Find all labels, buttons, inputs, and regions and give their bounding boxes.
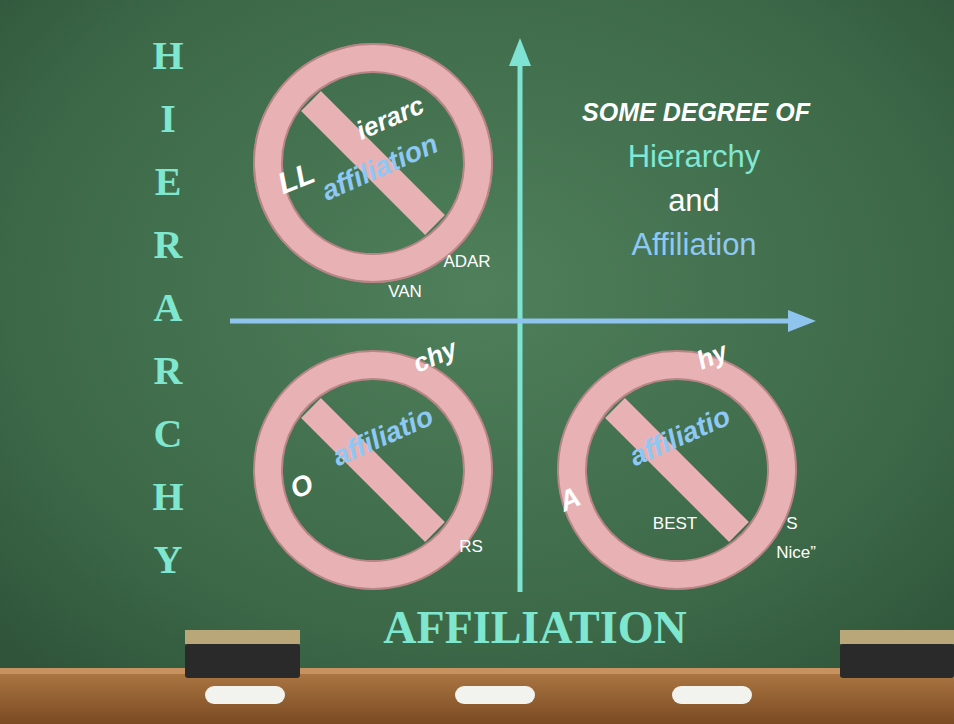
axis-arrowhead [509, 38, 531, 66]
hierarchy-axis [518, 62, 523, 592]
eraser-felt [185, 630, 300, 644]
affiliation-axis [230, 319, 792, 324]
quadrant-fragment: S [786, 515, 797, 534]
quadrant-fragment: affiliation [317, 129, 443, 208]
prohibition-sign [254, 44, 492, 282]
quadrant-fragment: affiliatio [625, 401, 735, 473]
eraser [185, 644, 300, 678]
prohibition-sign [254, 351, 492, 589]
chalk-stick [672, 686, 752, 704]
tray-edge [0, 668, 954, 674]
quadrant-fragment: BEST [653, 515, 697, 534]
quadrant-text: and [668, 184, 720, 218]
chalk-stick [455, 686, 535, 704]
quadrant-fragment: chy [409, 334, 462, 378]
quadrant-fragment: ADAR [443, 253, 490, 272]
axis-title: AFFILIATION [383, 603, 686, 654]
eraser [840, 644, 954, 678]
quadrant-heading: SOME DEGREE OF [582, 99, 810, 127]
quadrant-fragment: A [554, 482, 585, 518]
quadrant-fragment: O [286, 469, 318, 506]
axis-arrowhead [788, 310, 816, 332]
quadrant-fragment: VAN [388, 283, 422, 302]
eraser-felt [840, 630, 954, 644]
quadrant-fragment: RS [459, 538, 483, 557]
axis-title-vertical: HIERARCHY [148, 24, 188, 591]
quadrant-text: Affiliation [631, 228, 756, 262]
chalk-stick [205, 686, 285, 704]
prohibition-sign [254, 44, 492, 282]
quadrant-text: Hierarchy [628, 140, 761, 174]
quadrant-fragment: affiliatio [328, 401, 438, 473]
quadrant-fragment: hy [692, 337, 731, 375]
quadrant-fragment: Nice” [776, 544, 816, 563]
chalk-tray [0, 668, 954, 724]
prohibition-sign [558, 351, 796, 589]
quadrant-fragment: LL [273, 156, 319, 200]
